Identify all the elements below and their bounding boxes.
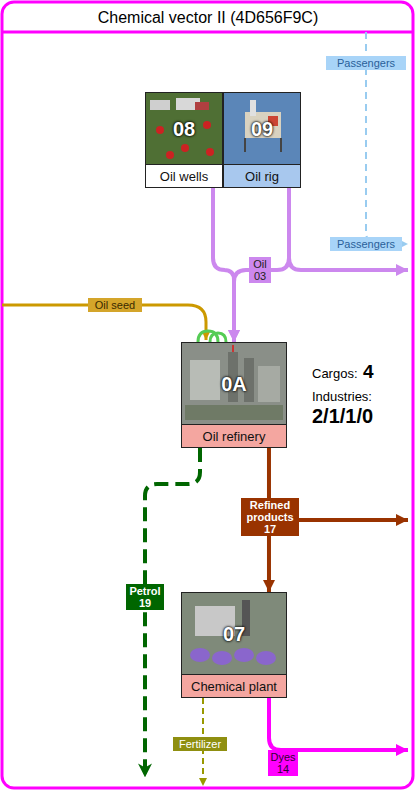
industry-name: Oil refinery <box>182 424 286 447</box>
oil-rig-picture <box>223 92 301 165</box>
industry-id: 0A <box>182 373 286 396</box>
cargo-label: Oil 03 <box>249 257 271 283</box>
cargo-label: Passengers <box>330 237 402 251</box>
chemical-plant-picture <box>181 592 287 675</box>
refinery-picture <box>181 342 287 425</box>
stat-label: Industries: <box>312 389 372 404</box>
industry-box: 07Chemical plant <box>181 592 287 698</box>
industry-id: 09 <box>224 118 300 141</box>
cargo-label: Oil seed <box>88 298 142 312</box>
oil-out-line <box>289 258 408 270</box>
cargo-label: Refined products 17 <box>241 498 299 536</box>
industry-box: 09Oil rig <box>223 92 301 188</box>
title-divider <box>2 31 413 34</box>
industry-box: 08Oil wells <box>145 92 223 188</box>
cargo-label: Dyes 14 <box>268 750 298 776</box>
cargo-connector <box>213 188 234 342</box>
oil-wells-picture <box>145 92 223 165</box>
industry-id: 08 <box>146 118 222 141</box>
diagram-title: Chemical vector II (4D656F9C) <box>4 4 412 31</box>
industry-id: 07 <box>182 623 286 646</box>
industry-box: 0A Oil refinery <box>181 342 287 448</box>
stat-value: 2/1/1/0 <box>312 405 373 428</box>
cargo-label: Fertilizer <box>173 737 227 751</box>
cargo-label: Passengers <box>326 56 406 70</box>
stat-value: 4 <box>363 361 374 383</box>
cargo-label: Petrol 19 <box>126 584 164 610</box>
cargo-connector <box>234 188 289 342</box>
industry-name: Chemical plant <box>182 674 286 697</box>
stat-label: Cargos: <box>312 366 358 381</box>
dyes-line <box>269 698 408 750</box>
industry-name: Oil wells <box>146 164 222 187</box>
accept-loop <box>210 333 226 342</box>
industry-name: Oil rig <box>224 164 300 187</box>
